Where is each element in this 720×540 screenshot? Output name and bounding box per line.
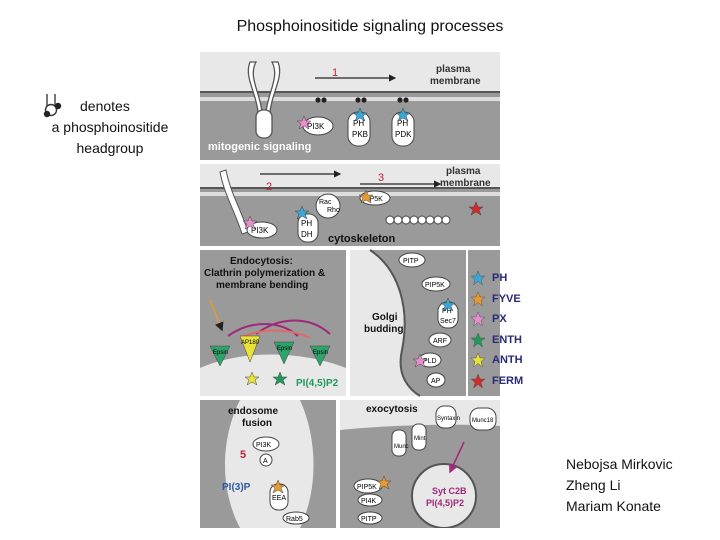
panel-endosome: endosome fusion 5 PI3K A EEA Rab5 PI(3)P [200, 400, 336, 528]
endocytosis-heading-2: Clathrin polymerization & [204, 268, 325, 279]
endocytosis-heading-1: Endocytosis: [230, 256, 293, 267]
protein-pip5k-4: PIP5K [425, 282, 445, 289]
author-list: Nebojsa Mirkovic Zheng Li Mariam Konate [566, 454, 673, 517]
protein-ph-4: PH [442, 308, 452, 315]
domain-legend-label: PH [492, 272, 508, 285]
pip-label-endosome: PI(3)P [222, 482, 251, 493]
domain-legend-label: ANTH [492, 354, 523, 367]
domain-legend-item: FYVE [470, 289, 540, 310]
membrane-label-2: membrane [440, 178, 491, 189]
protein-dh: DH [301, 230, 313, 239]
legend-line-1: denotes [80, 98, 130, 114]
page-title: Phosphoinositide signaling processes [236, 18, 504, 35]
protein-ph-1: PH [353, 119, 364, 128]
protein-rab5: Rab5 [286, 516, 303, 523]
domain-legend-item: PH [470, 268, 540, 289]
protein-syntaxin: Syntaxin [437, 416, 460, 422]
protein-munc: Munc [394, 444, 409, 450]
pip-label-exo-2: PI(4,5)P2 [426, 498, 464, 508]
step-number-2: 2 [266, 181, 272, 193]
protein-epsin-3: Epsin [313, 350, 328, 356]
protein-ph-3: PH [301, 219, 312, 228]
protein-ap: AP [431, 378, 441, 385]
headgroup-legend: denotes a phosphoinositide headgroup [20, 96, 200, 159]
protein-rho: Rho [327, 207, 340, 214]
domain-legend-item: FERM [470, 371, 540, 392]
protein-pi3k-1: PI3K [307, 122, 325, 131]
golgi-label-1: Golgi [372, 312, 398, 323]
legend-line-2: a phosphoinositide [51, 119, 169, 135]
domain-legend [468, 250, 500, 396]
protein-pld: PLD [423, 358, 437, 365]
step-number-5: 5 [240, 449, 246, 461]
protein-pitp-6: PITP [361, 516, 377, 523]
protein-pi3k-5: PI3K [256, 442, 272, 449]
protein-pkb: PKB [352, 130, 368, 139]
protein-pip5k-6: PIP5K [357, 484, 377, 491]
author-1: Nebojsa Mirkovic [566, 456, 673, 472]
protein-pi4k: PI4K [361, 498, 377, 505]
author-3: Mariam Konate [566, 498, 661, 514]
step-number-1: 1 [332, 67, 338, 79]
protein-pip5k-2: PIP5K [363, 196, 383, 203]
protein-epsin-2: Epsin [277, 346, 292, 352]
domain-legend-item: ENTH [470, 330, 540, 351]
panel-golgi: Golgi budding PITP PIP5K PH Sec7 ARF PLD… [350, 249, 466, 397]
protein-rac: Rac [319, 199, 332, 206]
membrane-label-1: membrane [430, 76, 481, 87]
star-icon [470, 352, 486, 368]
protein-eea: EEA [272, 495, 286, 502]
author-2: Zheng Li [566, 477, 621, 493]
step-number-3: 3 [378, 172, 384, 184]
domain-legend-label: ENTH [492, 333, 522, 346]
panel-exocytosis: exocytosis PIP5K PI4K PITP Munc Mint Syn… [340, 400, 500, 528]
protein-pdk: PDK [395, 130, 412, 139]
endosome-heading-1: endosome [228, 406, 278, 417]
domain-legend-label: PX [492, 313, 507, 326]
protein-pitp: PITP [403, 258, 419, 265]
caption-cytoskeleton: cytoskeleton [328, 233, 396, 245]
star-icon [470, 270, 486, 286]
protein-pi3k-2: PI3K [251, 226, 269, 235]
endosome-heading-2: fusion [242, 418, 272, 429]
domain-legend-label: FERM [492, 374, 524, 387]
panel-mitogenic: 1 plasma membrane PI3K PH PKB PH PDK mit… [200, 52, 500, 160]
plasma-label-2: plasma [446, 166, 481, 177]
panel-cytoskeleton: 2 3 plasma membrane PI3K Rac Rho PH DH P… [200, 164, 500, 246]
protein-munc18: Munc18 [472, 418, 494, 424]
protein-mint: Mint [414, 436, 426, 442]
domain-legend-item: PX [470, 309, 540, 330]
legend-line-3: headgroup [76, 140, 144, 156]
phosphoinositide-headgroup-icon [43, 94, 62, 118]
signaling-figure: 1 plasma membrane PI3K PH PKB PH PDK mit… [200, 52, 500, 528]
domain-type-legend: PH FYVE PX ENTH ANTH FERM [470, 268, 540, 391]
caption-mitogenic: mitogenic signaling [208, 141, 311, 153]
domain-legend-label: FYVE [492, 292, 521, 305]
protein-epsin-1: Epsin [213, 350, 228, 356]
star-icon [470, 373, 486, 389]
star-icon [470, 291, 486, 307]
panel-endocytosis: Endocytosis: Clathrin polymerization & m… [200, 250, 346, 396]
protein-ap180: AP180 [241, 340, 260, 346]
protein-ph-2: PH [397, 119, 408, 128]
protein-arf: ARF [433, 338, 447, 345]
star-icon [470, 311, 486, 327]
pip-label-exo-1: Syt C2B [432, 486, 467, 496]
exocytosis-heading: exocytosis [366, 404, 418, 415]
star-icon [470, 332, 486, 348]
golgi-label-2: budding [364, 324, 403, 335]
protein-sec7: Sec7 [440, 318, 456, 325]
plasma-label-1: plasma [436, 64, 471, 75]
pip-label-endocytosis: PI(4,5)P2 [296, 378, 339, 389]
endocytosis-heading-3: membrane bending [216, 280, 308, 291]
domain-legend-item: ANTH [470, 350, 540, 371]
protein-a: A [263, 458, 268, 465]
